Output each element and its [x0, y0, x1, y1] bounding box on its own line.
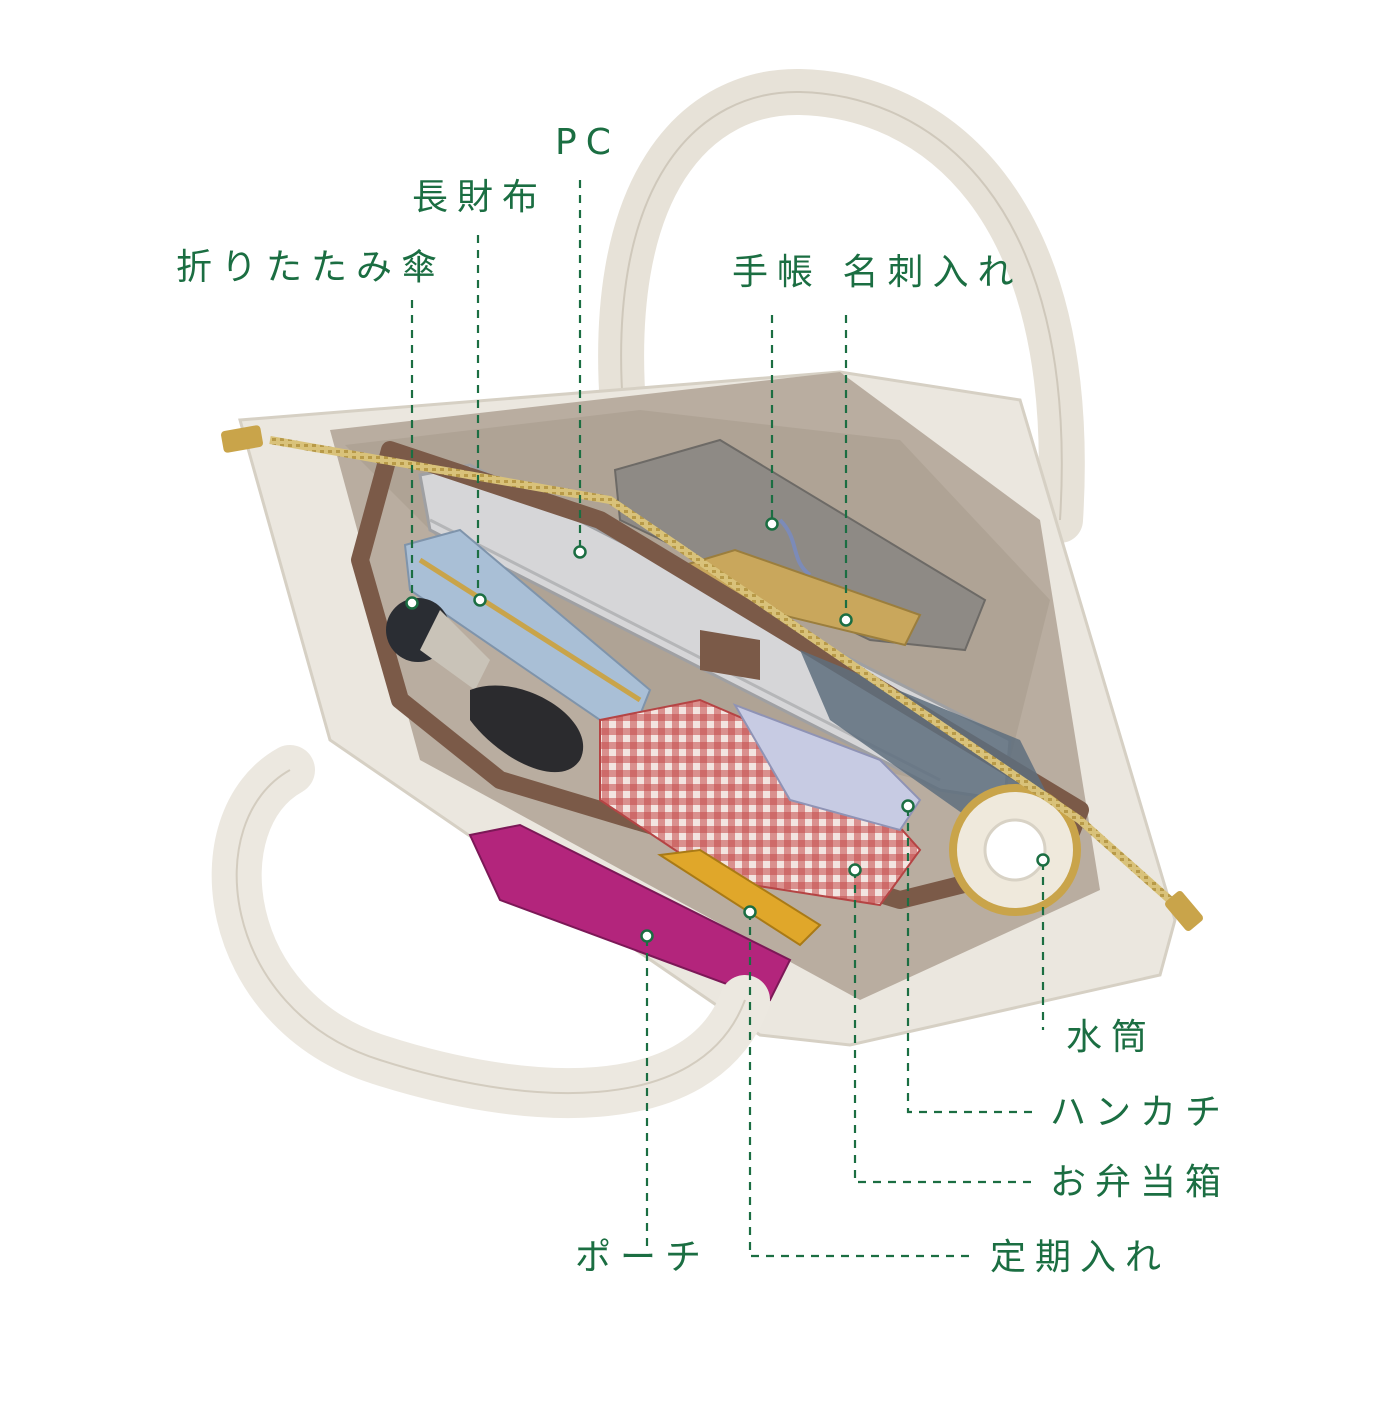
- zipper-top: [269, 436, 1173, 903]
- dot-long-wallet: [473, 593, 487, 607]
- label-long-wallet: 長財布: [412, 177, 548, 218]
- dot-card-case: [839, 613, 853, 627]
- magenta-pouch: [468, 823, 792, 1002]
- handkerchief: [732, 703, 922, 832]
- dot-bottle: [1036, 853, 1050, 867]
- dot-umbrella: [405, 596, 419, 610]
- lunch-bundle: [599, 698, 922, 907]
- label-handkerchief: ハンカチ: [1050, 1092, 1231, 1133]
- leader-lines: [410, 180, 1045, 1258]
- marker-dots: [405, 517, 1050, 943]
- label-pass-case: 定期入れ: [990, 1237, 1171, 1278]
- label-planner-card: 手帳 名刺入れ: [732, 252, 1023, 293]
- label-pouch: ポーチ: [575, 1237, 711, 1278]
- dot-pass-case: [743, 905, 757, 919]
- label-bottle: 水筒: [1066, 1017, 1157, 1058]
- dot-planner: [765, 517, 779, 531]
- dot-pouch: [640, 929, 654, 943]
- dot-handkerchief: [901, 799, 915, 813]
- dot-lunch-box: [848, 863, 862, 877]
- sunglasses: [470, 685, 584, 773]
- dot-pc: [573, 545, 587, 559]
- organizer: [351, 441, 1089, 909]
- label-umbrella: 折りたたみ傘: [176, 247, 447, 288]
- label-pc: PC: [555, 122, 620, 163]
- planner: [613, 438, 987, 652]
- label-lunch-box: お弁当箱: [1050, 1162, 1231, 1203]
